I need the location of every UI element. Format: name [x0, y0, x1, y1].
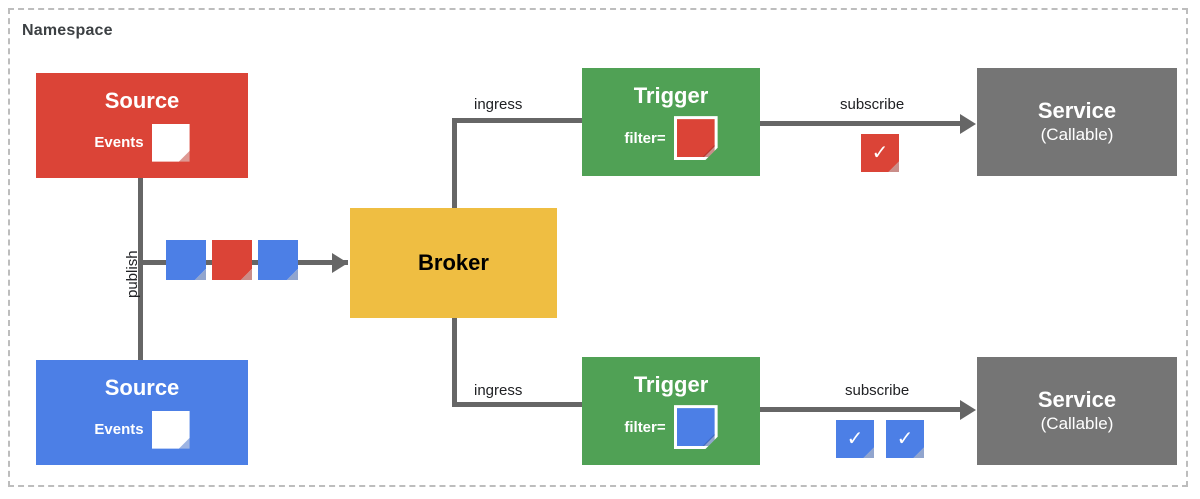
filter-label: filter=: [624, 129, 666, 147]
edge-ingress-top-horizontal: [452, 118, 585, 123]
edge-label-ingress-bottom: ingress: [474, 382, 523, 399]
node-filter-row: filter=: [624, 116, 718, 161]
node-broker[interactable]: Broker: [350, 208, 557, 318]
delivered-events-top: ✓: [861, 134, 899, 172]
edge-ingress-bottom-vertical: [452, 315, 457, 407]
namespace-label: Namespace: [22, 22, 113, 39]
document-icon: [166, 240, 206, 280]
edge-ingress-bottom-horizontal: [452, 402, 585, 407]
node-events-row: Events: [94, 123, 190, 162]
edge-publish-vertical: [138, 178, 143, 360]
document-check-icon: ✓: [836, 420, 874, 458]
document-icon: [212, 240, 252, 280]
edge-ingress-top-vertical: [452, 118, 457, 210]
events-label: Events: [94, 134, 144, 152]
edge-label-subscribe-bottom: subscribe: [845, 382, 910, 399]
check-glyph: ✓: [871, 142, 889, 164]
event-chain: [166, 240, 298, 280]
node-title: Service: [1037, 386, 1117, 412]
node-events-row: Events: [94, 410, 190, 449]
document-check-icon: ✓: [861, 134, 899, 172]
document-icon: [151, 410, 190, 449]
node-subtitle: (Callable): [1040, 124, 1114, 144]
edge-label-ingress-top: ingress: [474, 96, 523, 113]
edge-subscribe-bottom-arrowhead: [960, 399, 976, 420]
document-check-icon: ✓: [886, 420, 924, 458]
node-filter-row: filter=: [624, 405, 718, 450]
filter-label: filter=: [624, 418, 666, 436]
node-service-top[interactable]: Service (Callable): [977, 68, 1177, 176]
namespace-boundary: [8, 8, 1188, 487]
events-label: Events: [94, 421, 144, 439]
node-title: Trigger: [633, 82, 709, 108]
document-icon: [151, 123, 190, 162]
node-title: Source: [104, 88, 180, 114]
document-icon: [258, 240, 298, 280]
node-title: Trigger: [633, 371, 709, 397]
delivered-events-bottom: ✓ ✓: [836, 420, 924, 458]
edge-subscribe-bottom-line: [760, 407, 965, 412]
edge-subscribe-top-line: [760, 121, 965, 126]
node-subtitle: (Callable): [1040, 413, 1114, 433]
node-source-red[interactable]: Source Events: [36, 73, 248, 178]
node-trigger-bottom[interactable]: Trigger filter=: [582, 357, 760, 465]
node-service-bottom[interactable]: Service (Callable): [977, 357, 1177, 465]
edge-subscribe-top-arrowhead: [960, 113, 976, 134]
node-title: Broker: [418, 249, 489, 275]
node-trigger-top[interactable]: Trigger filter=: [582, 68, 760, 176]
edge-publish-arrowhead: [332, 252, 348, 273]
node-title: Service: [1037, 97, 1117, 123]
check-glyph: ✓: [896, 428, 914, 450]
edge-label-publish: publish: [124, 250, 141, 298]
check-glyph: ✓: [846, 428, 864, 450]
filter-document-icon: [673, 116, 718, 161]
node-source-blue[interactable]: Source Events: [36, 360, 248, 465]
edge-label-subscribe-top: subscribe: [840, 96, 905, 113]
filter-document-icon: [673, 405, 718, 450]
node-title: Source: [104, 375, 180, 401]
